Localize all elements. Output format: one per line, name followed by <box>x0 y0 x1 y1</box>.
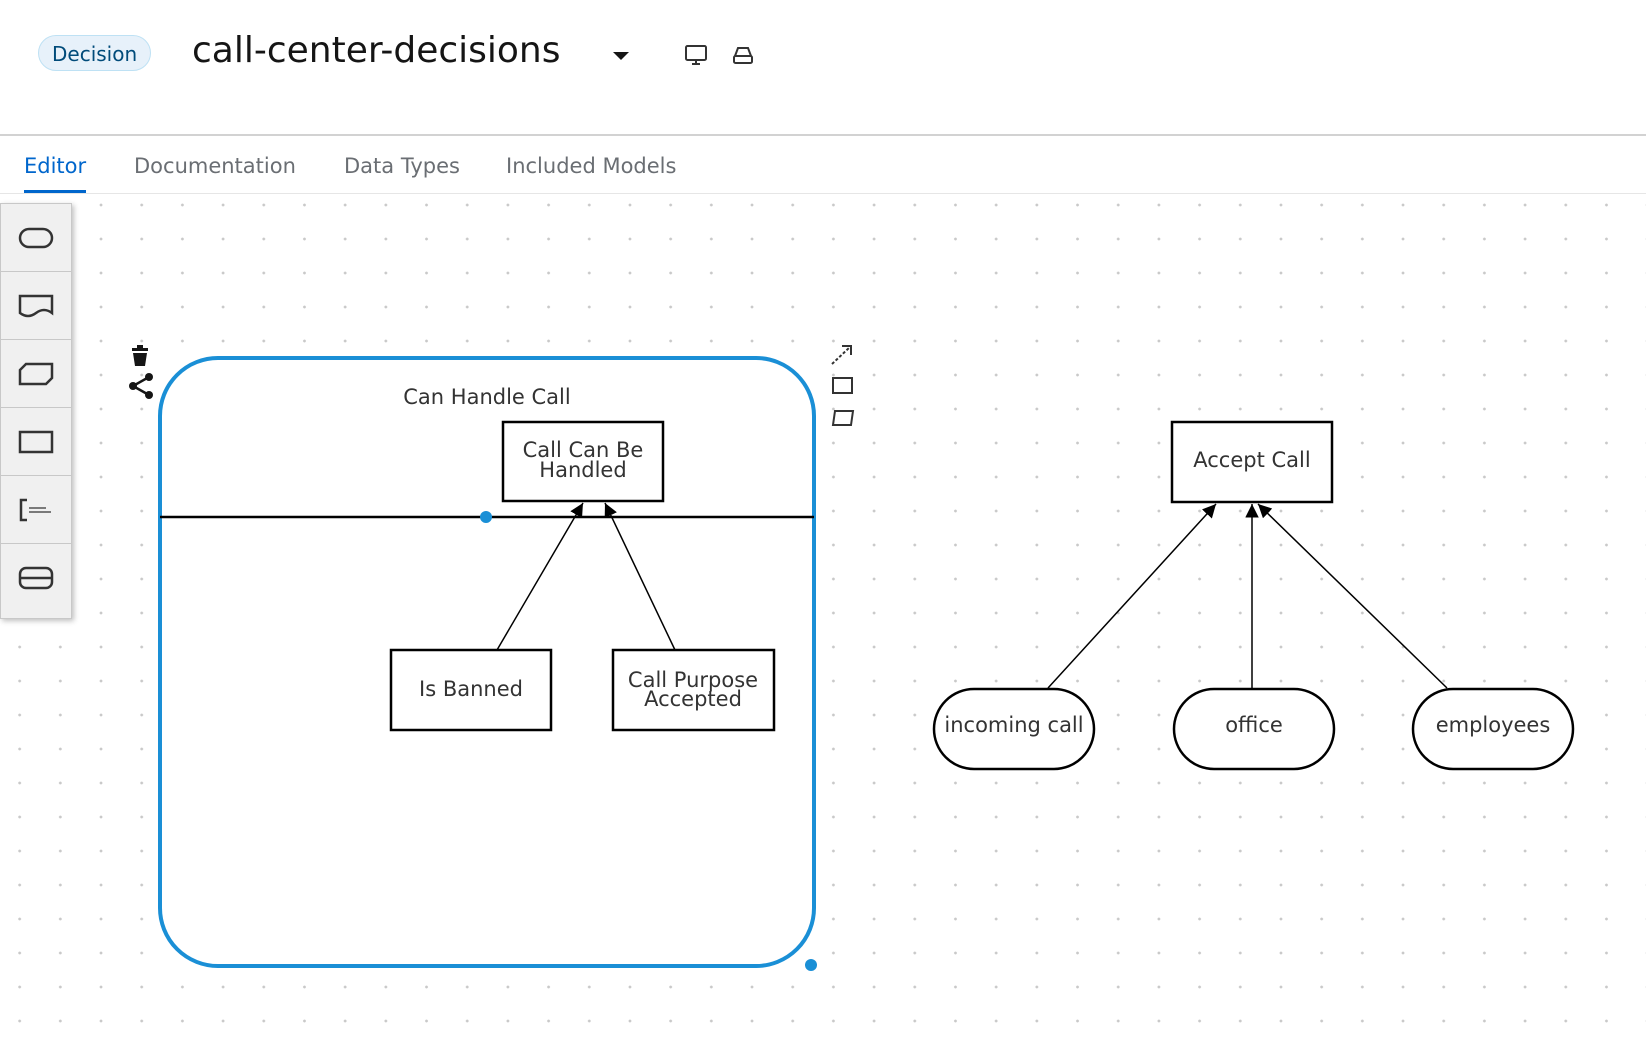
input-data-node-office[interactable]: office <box>1172 687 1336 771</box>
editor-tabs: Editor Documentation Data Types Included… <box>0 136 1646 194</box>
information-requirement-edge[interactable] <box>1047 503 1217 689</box>
input-data-label: employees <box>1436 713 1551 737</box>
resize-handle[interactable] <box>805 959 817 971</box>
model-title: call-center-decisions <box>192 30 561 71</box>
decision-label-line2: Handled <box>539 458 626 482</box>
information-requirement-edge[interactable] <box>604 502 676 651</box>
annotation-shape-icon[interactable] <box>831 410 855 426</box>
decision-node-accept-call[interactable]: Accept Call <box>1170 420 1334 504</box>
divider-handle[interactable] <box>480 511 492 523</box>
trash-icon[interactable] <box>132 345 148 366</box>
decision-icon[interactable] <box>1 408 71 476</box>
knowledge-source-icon[interactable] <box>1 272 71 340</box>
information-requirement-edge[interactable] <box>1257 503 1448 689</box>
decision-label-line2: Accepted <box>644 687 742 711</box>
decision-label-line1: Call Purpose <box>628 668 758 692</box>
business-knowledge-model-icon[interactable] <box>1 340 71 408</box>
connector-arrow-icon[interactable] <box>831 345 852 365</box>
shape-palette <box>0 203 72 619</box>
tab-data-types[interactable]: Data Types <box>344 154 460 178</box>
input-data-icon[interactable] <box>1 204 71 272</box>
decision-service-label: Can Handle Call <box>403 385 570 409</box>
decision-shape-icon[interactable] <box>832 377 853 394</box>
drive-icon[interactable] <box>730 42 756 68</box>
input-data-node-employees[interactable]: employees <box>1411 687 1575 771</box>
input-data-label: incoming call <box>944 713 1083 737</box>
editor-header: Decision call-center-decisions <box>0 0 1646 136</box>
input-data-node-incoming-call[interactable]: incoming call <box>932 687 1096 771</box>
input-data-label: office <box>1225 713 1283 737</box>
text-annotation-icon[interactable] <box>1 476 71 544</box>
share-icon[interactable] <box>129 373 153 399</box>
tab-included-models[interactable]: Included Models <box>506 154 677 178</box>
decision-node-is-banned[interactable]: Is Banned <box>389 648 553 732</box>
monitor-icon[interactable] <box>683 42 709 68</box>
decision-service-icon[interactable] <box>1 544 71 612</box>
decision-label: Accept Call <box>1193 448 1310 472</box>
caret-down-icon[interactable] <box>610 46 632 66</box>
decision-label: Is Banned <box>419 677 523 701</box>
information-requirement-edge[interactable] <box>496 502 584 651</box>
decision-node-call-purpose-accepted[interactable]: Call Purpose Accepted <box>611 648 776 732</box>
decision-node-call-can-be-handled[interactable]: Call Can Be Handled <box>501 420 665 503</box>
model-type-badge: Decision <box>38 35 152 71</box>
decision-label-line1: Call Can Be <box>523 438 644 462</box>
tab-documentation[interactable]: Documentation <box>134 154 296 178</box>
tab-editor[interactable]: Editor <box>24 154 87 193</box>
